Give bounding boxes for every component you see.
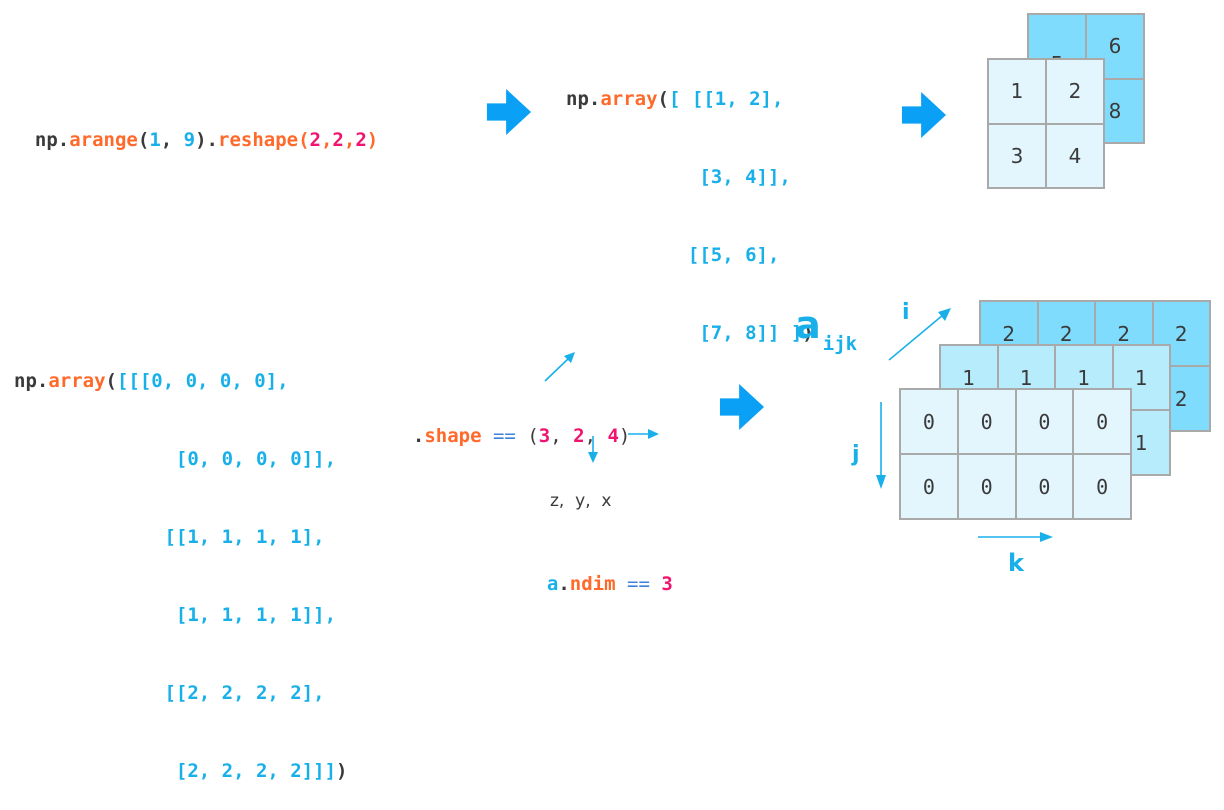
reshape-dim: 2 xyxy=(309,129,321,151)
down-arrow-icon xyxy=(588,436,598,463)
dot: . xyxy=(558,573,570,595)
array-line: [2, 2, 2, 2]]] xyxy=(153,760,337,782)
cube-cell: 0 xyxy=(957,389,1016,454)
cube-front-layer: 1 2 3 4 xyxy=(987,58,1105,189)
reshape-dim: 2 xyxy=(355,129,367,151)
axis-j-arrow-icon xyxy=(876,402,886,489)
arange-reshape-expression: np.arange(1, 9).reshape(2,2,2) xyxy=(12,101,378,153)
axis-label-j: j xyxy=(852,442,860,467)
bracket: [ xyxy=(668,88,681,110)
right-arrow-icon xyxy=(486,89,532,135)
axis-label-i: i xyxy=(902,300,910,325)
cube-cell: 1 xyxy=(1112,345,1170,410)
axis-k-arrow-icon xyxy=(978,532,1053,542)
paren: ) xyxy=(336,760,348,782)
comma: , xyxy=(584,425,608,447)
array-line: [[1, 1, 1, 1], xyxy=(153,526,325,548)
cube-cell: 0 xyxy=(957,454,1016,519)
axis-i-arrow-icon xyxy=(888,308,951,361)
np-prefix: np. xyxy=(34,129,70,151)
reshape-func: reshape( xyxy=(218,129,310,151)
diagonal-arrow-icon xyxy=(544,352,575,382)
paren: ( xyxy=(137,129,150,151)
equality-operator: == xyxy=(481,425,528,447)
var-a: a xyxy=(546,573,559,595)
cube-cell: 2 xyxy=(1046,59,1104,124)
array-line: [3, 4]], xyxy=(665,166,791,188)
comma: , xyxy=(320,129,333,151)
array-line: [7, 8]] ] xyxy=(665,322,803,344)
axes-names-label: z, y, x xyxy=(550,491,612,511)
dot: . xyxy=(412,425,425,447)
paren: ) xyxy=(618,425,631,447)
ndim-expression: a.ndim == 3 xyxy=(524,545,673,597)
paren: ( xyxy=(657,88,669,110)
array-line: [1, 1, 1, 1]], xyxy=(153,604,337,626)
array-line: [[2, 2, 2, 2], xyxy=(153,682,325,704)
paren: ( xyxy=(105,370,117,392)
cube-cell: 1 xyxy=(988,59,1046,124)
axis-label-k: k xyxy=(1008,549,1024,577)
paren: ) xyxy=(802,322,814,344)
arange-start: 1 xyxy=(149,129,161,151)
comma: , xyxy=(550,425,574,447)
cube-cell: 0 xyxy=(1015,454,1074,519)
cube-cell: 0 xyxy=(1073,389,1131,454)
paren: ) xyxy=(366,129,379,151)
arange-stop: 9 xyxy=(183,129,196,151)
cube-cell: 6 xyxy=(1086,14,1144,79)
arange-func: arange xyxy=(69,129,138,151)
array-line: [0, 0, 0, 0]], xyxy=(153,448,337,470)
nested-array-literal-3x2x4: np.array([[[0, 0, 0, 0], [0, 0, 0, 0]], … xyxy=(14,316,347,810)
cube-cell: 0 xyxy=(900,454,958,519)
right-arrow-icon xyxy=(901,92,947,138)
cube-cell: 0 xyxy=(1015,389,1074,454)
array-func: array xyxy=(48,370,106,392)
cube-cell: 2 xyxy=(1152,301,1210,366)
np-prefix: np. xyxy=(14,370,49,392)
paren: ). xyxy=(195,129,218,151)
shape-dim-z: 3 xyxy=(538,425,551,447)
cube-cell: 3 xyxy=(988,123,1046,188)
cube-cell: 4 xyxy=(1046,123,1104,188)
paren: ( xyxy=(527,425,539,447)
notation-subscript: ijk xyxy=(822,333,858,355)
notation-base: a xyxy=(795,303,821,347)
shape-dim-y: 2 xyxy=(573,425,585,447)
right-arrow-icon xyxy=(719,384,765,430)
cube-cell: 0 xyxy=(1073,454,1131,519)
shape-attr: shape xyxy=(424,425,482,447)
array-func: array xyxy=(600,88,658,110)
ndim-value: 3 xyxy=(661,573,673,595)
array-line: [[1, 2], xyxy=(680,88,784,110)
shape-expression: .shape == (3, 2, 4) xyxy=(390,397,630,449)
array-line: [[[0, 0, 0, 0], xyxy=(116,370,289,392)
cube-cell: 0 xyxy=(900,389,958,454)
reshape-dim: 2 xyxy=(332,129,344,151)
array-line: [[5, 6], xyxy=(665,244,780,266)
shape-dim-x: 4 xyxy=(607,425,619,447)
ndim-attr: ndim xyxy=(569,573,616,595)
comma: , xyxy=(160,129,184,151)
comma: , xyxy=(343,129,356,151)
nested-array-literal-2x2x2: np.array([ [[1, 2], [3, 4]], [[5, 6], [7… xyxy=(566,34,814,372)
cube-layer-0: 0 0 0 0 0 0 0 0 xyxy=(899,388,1132,520)
np-prefix: np. xyxy=(566,88,601,110)
right-small-arrow-icon xyxy=(628,429,659,439)
equality-operator: == xyxy=(615,573,662,595)
